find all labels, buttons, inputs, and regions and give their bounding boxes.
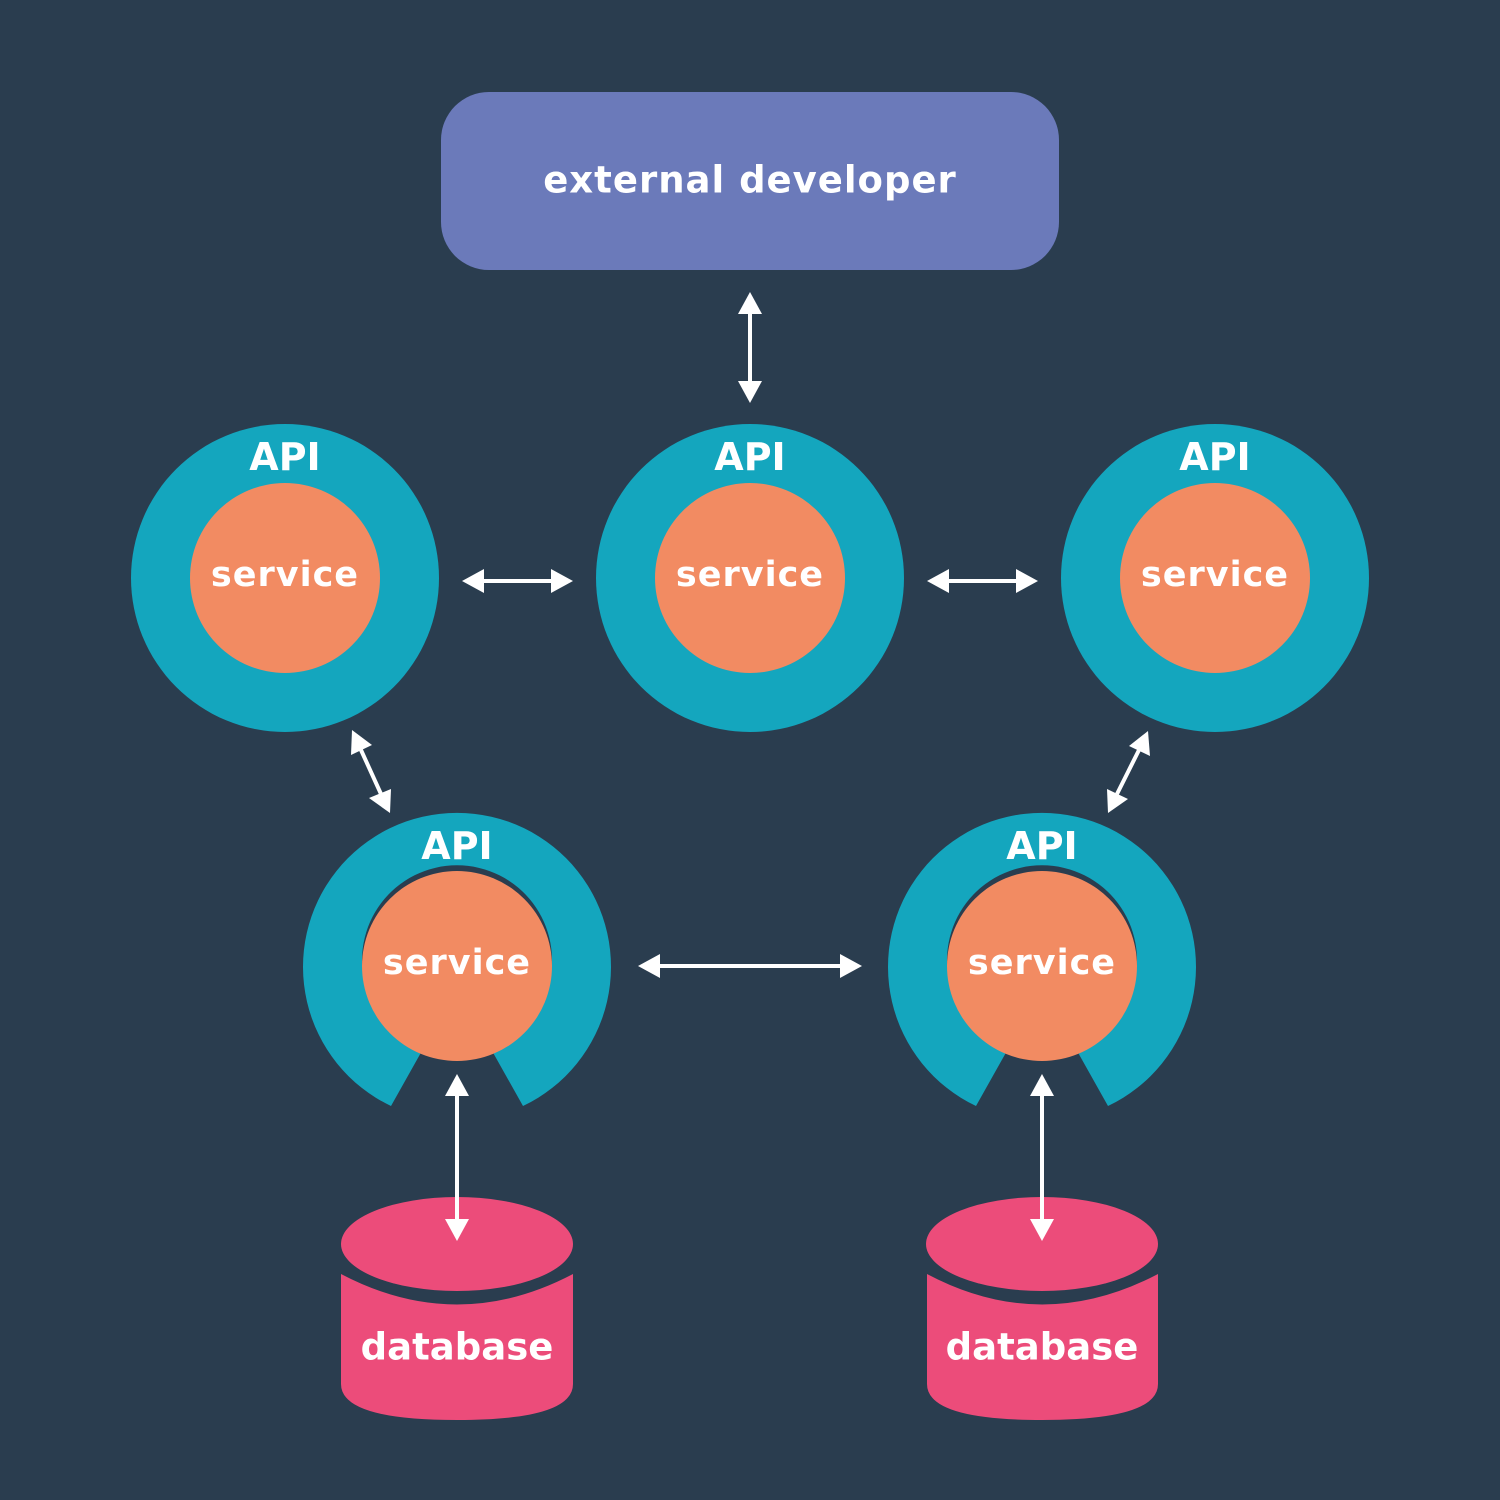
api-label: API <box>714 435 785 479</box>
api-label: API <box>421 824 492 868</box>
arrow-center-to-right <box>927 569 1038 593</box>
database-top <box>341 1197 573 1291</box>
service-label: service <box>968 943 1116 983</box>
external-developer-box: external developer <box>441 92 1059 270</box>
arrow-right-to-bottom-right <box>1107 731 1150 813</box>
api-node-left: API service <box>131 424 439 732</box>
service-core <box>190 483 380 673</box>
database-body <box>341 1274 573 1420</box>
service-label: service <box>211 555 359 595</box>
database-label: database <box>946 1326 1139 1369</box>
arrow-developer-to-center <box>738 292 762 403</box>
database-label: database <box>361 1326 554 1369</box>
api-label: API <box>1179 435 1250 479</box>
external-developer-rect <box>441 92 1059 270</box>
service-label: service <box>383 943 531 983</box>
service-label: service <box>676 555 824 595</box>
service-label: service <box>1141 555 1289 595</box>
api-label: API <box>1006 824 1077 868</box>
service-core <box>362 871 552 1061</box>
api-ring-open <box>887 812 1196 1106</box>
arrow-bottom-right-to-database <box>1030 1074 1054 1241</box>
api-ring-open <box>302 812 611 1106</box>
arrow-bottom-left-to-bottom-right <box>638 954 862 978</box>
external-developer-label: external developer <box>543 159 957 202</box>
database-top <box>926 1197 1158 1291</box>
service-core <box>1120 483 1310 673</box>
service-core <box>655 483 845 673</box>
api-node-bottom-right: API service <box>887 812 1196 1106</box>
database-body <box>927 1274 1158 1420</box>
arrow-bottom-left-to-database <box>445 1074 469 1241</box>
api-node-bottom-left: API service <box>302 812 611 1106</box>
api-node-center: API service <box>596 424 904 732</box>
arrow-left-to-bottom-left <box>351 730 391 813</box>
arrow-left-to-center <box>462 569 573 593</box>
database-right: database <box>926 1197 1158 1420</box>
api-node-right: API service <box>1061 424 1369 732</box>
service-core <box>947 871 1137 1061</box>
api-label: API <box>249 435 320 479</box>
database-left: database <box>341 1197 573 1420</box>
